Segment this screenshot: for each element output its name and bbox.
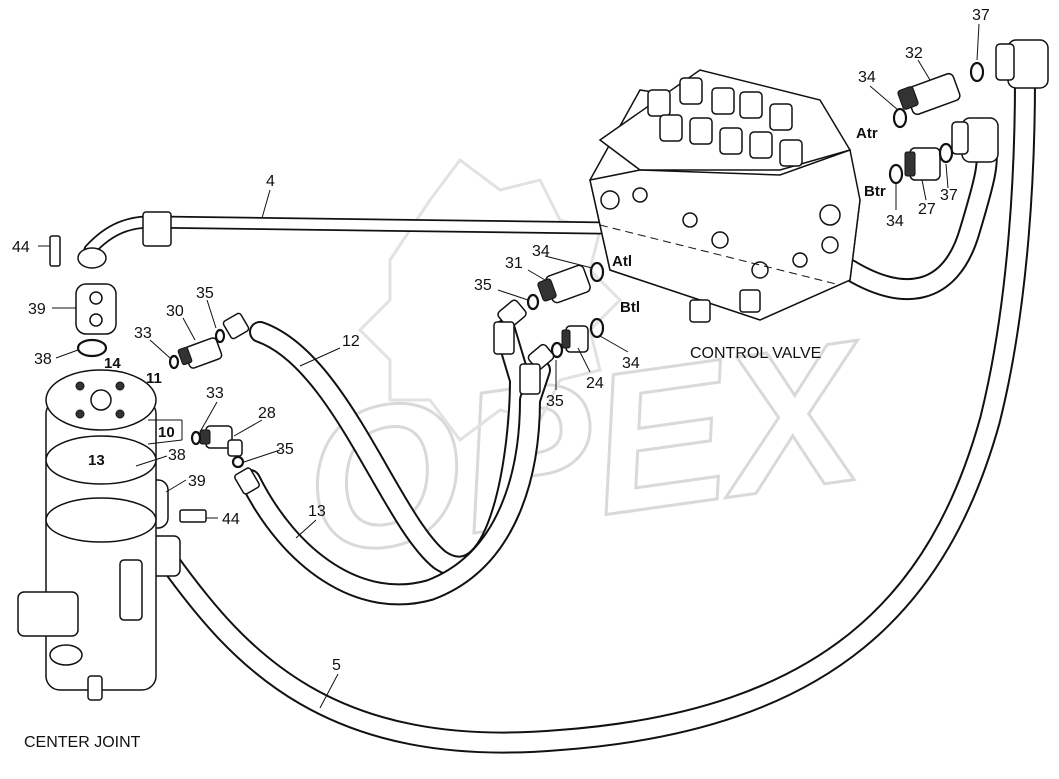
elbow-13 — [519, 343, 555, 395]
callout-27: 27 — [918, 201, 936, 218]
oring-38a — [76, 338, 108, 358]
oring-33b — [190, 430, 202, 446]
joint-port-14: 14 — [104, 355, 121, 372]
elbow-12 — [493, 299, 527, 355]
callout-labels: 37 32 34 37 27 34 4 44 39 38 30 35 33 34… — [12, 7, 990, 674]
hose-13 — [239, 359, 551, 606]
callout-35d: 35 — [546, 393, 564, 410]
bolt-44b — [179, 509, 207, 523]
flange-39a — [75, 247, 117, 335]
control-valve-assembly — [589, 69, 861, 323]
callout-28: 28 — [258, 405, 276, 422]
callout-30: 30 — [166, 303, 184, 320]
callout-35a: 35 — [196, 285, 214, 302]
oring-37b — [938, 142, 954, 164]
oring-35c — [231, 455, 245, 469]
callout-33a: 33 — [134, 325, 152, 342]
callout-37a: 37 — [972, 7, 990, 24]
hose-13-end — [234, 467, 260, 495]
center-joint — [17, 369, 157, 701]
valve-spools — [647, 77, 803, 167]
oring-34d — [589, 317, 605, 339]
oring-34a — [892, 107, 908, 129]
port-btr: Btr — [864, 183, 886, 200]
fitting-30 — [177, 337, 223, 369]
oring-34c — [589, 261, 605, 283]
caption-center-joint: CENTER JOINT — [24, 734, 141, 751]
callout-13: 13 — [308, 503, 326, 520]
port-btl: Btl — [620, 299, 640, 316]
callout-34c: 34 — [532, 243, 550, 260]
callout-12: 12 — [342, 333, 360, 350]
hose-4 — [83, 211, 607, 257]
joint-port-13: 13 — [88, 452, 105, 469]
joint-port-labels: 14 11 10 13 — [88, 355, 175, 469]
callout-33b: 33 — [206, 385, 224, 402]
callout-24: 24 — [586, 375, 604, 392]
callout-31: 31 — [505, 255, 523, 272]
callout-39b: 39 — [188, 473, 206, 490]
watermark-gear-shape — [357, 157, 623, 443]
fitting-31 — [537, 264, 591, 304]
callout-38b: 38 — [168, 447, 186, 464]
valve-port-holes — [600, 187, 841, 279]
oring-34b — [888, 163, 904, 185]
hose-5 — [157, 39, 1049, 754]
callout-38a: 38 — [34, 351, 52, 368]
leader-lines — [38, 23, 980, 709]
callout-44b: 44 — [222, 511, 240, 528]
fitting-27 — [904, 147, 941, 181]
joint-port-11: 11 — [146, 370, 162, 387]
port-atr: Atr — [856, 125, 878, 142]
callout-34b: 34 — [886, 213, 904, 230]
port-labels: Atr Btr Atl Btl — [612, 125, 886, 316]
callout-39a: 39 — [28, 301, 46, 318]
hose-btr — [839, 117, 999, 300]
callout-35b: 35 — [474, 277, 492, 294]
hose-12 — [249, 319, 531, 578]
fitting-28 — [199, 425, 243, 457]
oring-37a — [969, 61, 985, 83]
callout-35c: 35 — [276, 441, 294, 458]
bolt-44a — [49, 235, 61, 267]
hose-12-end — [222, 312, 250, 340]
callout-44a: 44 — [12, 239, 30, 256]
callout-5: 5 — [332, 657, 341, 674]
oring-35d — [550, 341, 564, 359]
oring-33a — [168, 354, 180, 370]
caption-control-valve: CONTROL VALVE — [690, 345, 821, 362]
port-atl: Atl — [612, 253, 632, 270]
oring-35b — [526, 293, 540, 311]
fitting-32 — [897, 72, 961, 116]
callout-4: 4 — [266, 173, 275, 190]
oring-35a — [214, 328, 226, 344]
callout-32: 32 — [905, 45, 923, 62]
callout-34d: 34 — [622, 355, 640, 372]
callout-34a: 34 — [858, 69, 876, 86]
fitting-24 — [561, 325, 589, 353]
joint-port-10: 10 — [158, 424, 175, 441]
callout-37b: 37 — [940, 187, 958, 204]
